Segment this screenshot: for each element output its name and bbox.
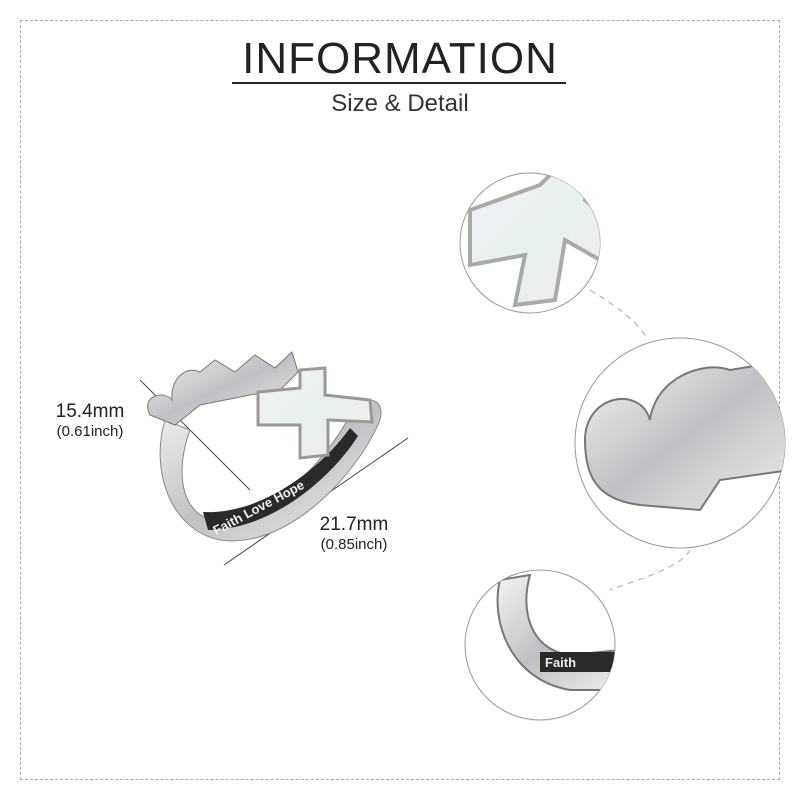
- height-inch: (0.61inch): [56, 423, 124, 440]
- title-underline: [232, 82, 566, 84]
- page-title: INFORMATION: [242, 34, 558, 83]
- connector-2: [609, 549, 691, 591]
- height-dimension: 15.4mm (0.61inch): [40, 402, 140, 442]
- detail-engraving-text: Faith: [545, 655, 577, 670]
- page-subtitle: Size & Detail: [331, 90, 469, 117]
- dashed-frame: [20, 20, 780, 780]
- width-dimension: 21.7mm (0.85inch): [304, 515, 404, 555]
- height-mm: 15.4mm: [55, 401, 125, 422]
- opal-cross: [256, 366, 374, 460]
- connector-1: [589, 289, 647, 341]
- engraving-strip: [203, 428, 358, 530]
- faith-script: [147, 351, 299, 426]
- width-inch: (0.85inch): [320, 536, 388, 553]
- width-mm: 21.7mm: [319, 514, 389, 535]
